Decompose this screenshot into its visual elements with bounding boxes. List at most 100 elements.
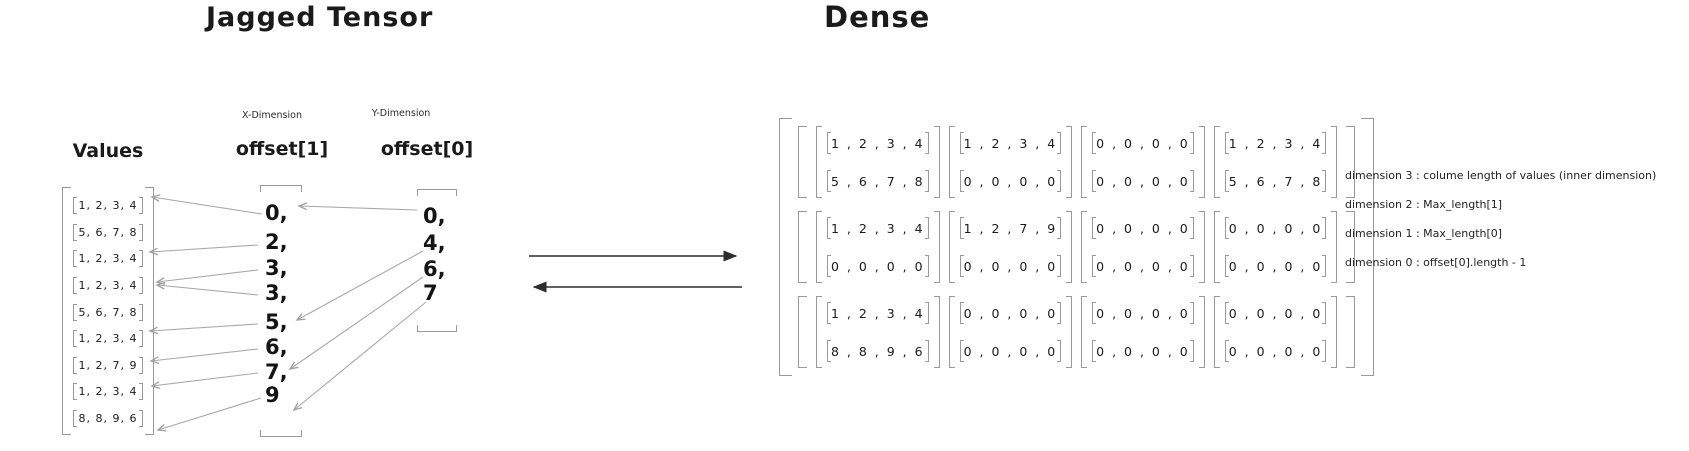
dense-vector: 1 , 2 , 7 , 9 [959, 215, 1062, 241]
dense-row: 1 , 2 , 3 , 4 8 , 8 , 9 , 6 0 , 0 , 0 , … [798, 296, 1356, 368]
dense-matrix: 0 , 0 , 0 , 0 0 , 0 , 0 , 0 [1081, 211, 1205, 283]
left-bracket [1224, 255, 1229, 277]
matrix-left-bracket [1213, 126, 1220, 198]
matrix-left-bracket [1213, 296, 1220, 368]
left-bracket [1092, 255, 1097, 277]
row-values: 1, 2, 3, 4 [78, 385, 138, 399]
left-bracket [1092, 170, 1097, 192]
right-bracket [924, 255, 929, 277]
right-bracket [1189, 170, 1194, 192]
dense-vector: 0 , 0 , 0 , 0 [1224, 253, 1327, 279]
vector-values: 0 , 0 , 0 , 0 [831, 258, 925, 274]
vector-values: 5 , 6 , 7 , 8 [831, 173, 925, 189]
outer-left-bracket [62, 187, 71, 435]
left-bracket [959, 340, 964, 362]
offset1-value: 9 [265, 383, 280, 407]
dense-vector: 0 , 0 , 0 , 0 [1224, 215, 1327, 241]
values-row: 1, 2, 3, 4 [73, 196, 143, 215]
left-bracket [827, 255, 831, 277]
right-bracket [1057, 132, 1062, 154]
left-bracket [1092, 132, 1097, 154]
values-row: 1, 2, 3, 4 [73, 249, 143, 268]
annotation-line: dimension 3 : colume length of values (i… [1345, 169, 1657, 182]
row-right-bracket [1346, 211, 1356, 283]
vector-values: 0 , 0 , 0 , 0 [963, 173, 1058, 189]
dense-vector: 0 , 0 , 0 , 0 [1224, 338, 1327, 364]
x-dimension-label: X-Dimension [242, 110, 302, 121]
dense-vector: 0 , 0 , 0 , 0 [959, 168, 1062, 194]
row-values: 1, 2, 7, 9 [78, 358, 138, 372]
matrix-right-bracket [933, 211, 940, 283]
right-bracket [1057, 255, 1062, 277]
left-bracket [1224, 217, 1229, 239]
dense-matrix: 1 , 2 , 7 , 9 0 , 0 , 0 , 0 [948, 211, 1073, 283]
dense-matrix: 1 , 2 , 3 , 4 0 , 0 , 0 , 0 [816, 211, 940, 283]
row-values: 8, 8, 9, 6 [78, 412, 138, 425]
left-bracket [1092, 217, 1097, 239]
left-bracket [959, 302, 964, 324]
offset1-to-values-arrow [150, 244, 259, 252]
vector-values: 8 , 8 , 9 , 6 [831, 343, 925, 359]
left-bracket [73, 410, 77, 427]
matrix-left-bracket [948, 296, 955, 368]
right-bracket [139, 356, 143, 374]
vector-values: 0 , 0 , 0 , 0 [963, 343, 1058, 359]
bottom-bracket [417, 325, 457, 332]
right-bracket [924, 340, 929, 362]
dense-matrix: 0 , 0 , 0 , 0 0 , 0 , 0 , 0 [1213, 296, 1338, 368]
dense-tensor: 1 , 2 , 3 , 4 5 , 6 , 7 , 8 1 , 2 , 3 , … [779, 118, 1375, 376]
annotation-line: dimension 1 : Max_length[0] [1345, 227, 1503, 240]
dense-vector: 0 , 0 , 0 , 0 [959, 338, 1062, 364]
offset1-to-values-arrow [152, 197, 263, 215]
values-row: 1, 2, 3, 4 [73, 329, 143, 348]
offset0-value: 6, [423, 257, 446, 281]
matrix-right-bracket [933, 296, 940, 368]
right-bracket [139, 250, 143, 268]
right-bracket [139, 223, 143, 241]
outer-right-bracket [145, 187, 154, 435]
vector-values: 1 , 2 , 3 , 4 [831, 220, 925, 236]
values-row: 1, 2, 7, 9 [73, 356, 143, 375]
bottom-bracket [260, 430, 302, 437]
right-bracket [1189, 340, 1194, 362]
left-bracket [827, 170, 831, 192]
right-bracket [139, 276, 143, 294]
offset1-value: 0, [265, 201, 288, 225]
values-array: 1, 2, 3, 4 5, 6, 7, 8 1, 2, 3, 4 1, 2, 3… [62, 187, 154, 435]
left-bracket [827, 340, 831, 362]
values-row: 5, 6, 7, 8 [73, 223, 143, 242]
offset0-to-offset1-arrow [297, 250, 424, 320]
left-bracket [959, 132, 964, 154]
offset1-value: 3, [265, 256, 288, 280]
right-bracket [139, 303, 143, 321]
row-values: 5, 6, 7, 8 [78, 305, 138, 319]
y-dimension-label: Y-Dimension [371, 108, 431, 119]
offset1-value: 3, [265, 281, 288, 305]
vector-values: 0 , 0 , 0 , 0 [1096, 220, 1190, 236]
vector-values: 1 , 2 , 3 , 4 [1228, 135, 1323, 151]
dense-matrix: 1 , 2 , 3 , 4 5 , 6 , 7 , 8 [1213, 126, 1338, 198]
left-bracket [73, 250, 77, 268]
vector-values: 0 , 0 , 0 , 0 [1228, 220, 1323, 236]
row-values: 1, 2, 3, 4 [78, 199, 138, 212]
dense-vector: 0 , 0 , 0 , 0 [827, 253, 929, 279]
vector-values: 0 , 0 , 0 , 0 [1096, 173, 1190, 189]
dense-matrix: 0 , 0 , 0 , 0 0 , 0 , 0 , 0 [1081, 126, 1205, 198]
right-bracket [1322, 217, 1327, 239]
matrix-right-bracket [1331, 296, 1338, 368]
matrix-right-bracket [933, 126, 940, 198]
annotation-line: dimension 0 : offset[0].length - 1 [1345, 256, 1527, 269]
right-bracket [1322, 170, 1327, 192]
right-bracket [1322, 302, 1327, 324]
matrix-right-bracket [1198, 211, 1205, 283]
left-bracket [1224, 302, 1229, 324]
dense-vector: 1 , 2 , 3 , 4 [827, 300, 929, 326]
top-bracket [417, 189, 457, 196]
matrix-left-bracket [1081, 126, 1088, 198]
dense-rows: 1 , 2 , 3 , 4 5 , 6 , 7 , 8 1 , 2 , 3 , … [792, 118, 1361, 376]
offset1-value: 7, [265, 360, 288, 384]
dense-vector: 0 , 0 , 0 , 0 [1092, 215, 1194, 241]
outer-left-bracket [779, 118, 792, 376]
offset1-value: 6, [265, 335, 288, 359]
right-bracket [1189, 255, 1194, 277]
